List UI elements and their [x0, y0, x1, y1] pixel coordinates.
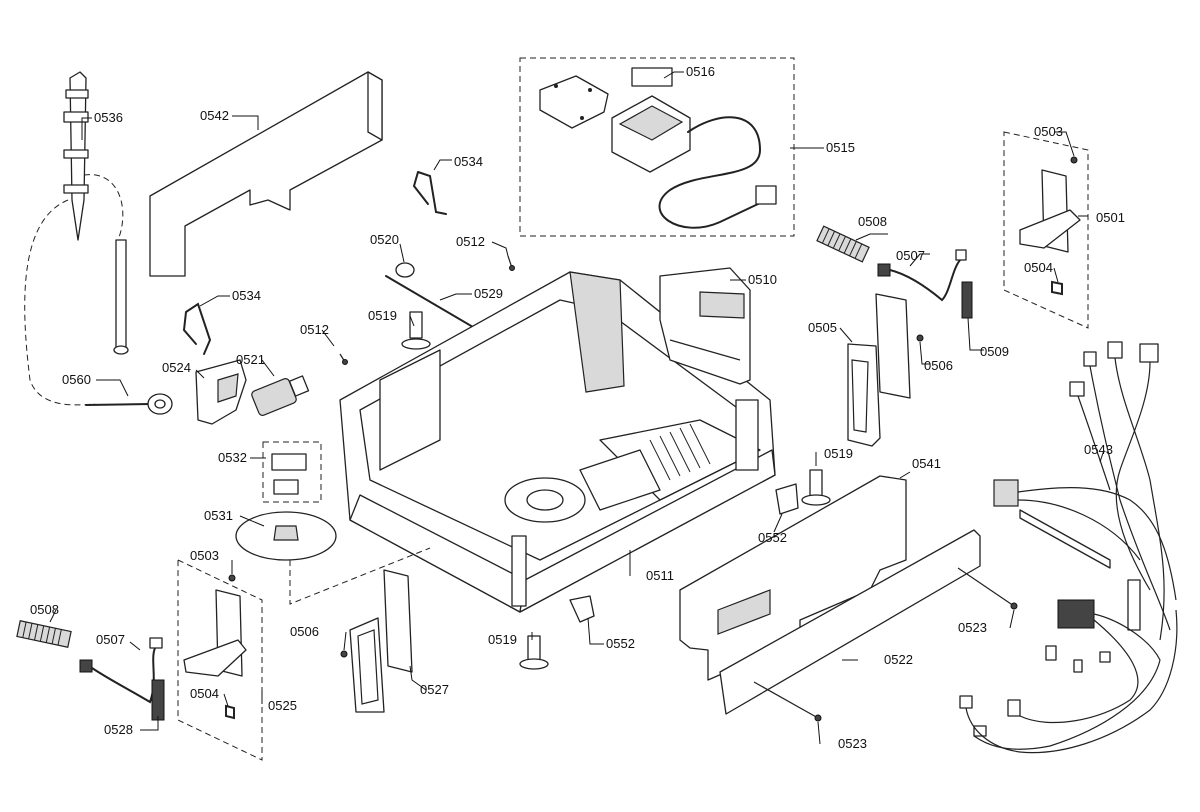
group-box-hinge-right — [1003, 131, 1089, 329]
dash-0531-0511 — [289, 547, 431, 605]
callout-0519-upper: 0519 — [368, 308, 397, 323]
part-0511-base-tub — [339, 271, 776, 613]
callout-0520: 0520 — [370, 232, 399, 247]
part-0534-clip-lower — [182, 302, 212, 355]
callout-0503-right: 0503 — [1034, 124, 1063, 139]
callout-0503-left: 0503 — [190, 548, 219, 563]
part-0515-junction-box — [539, 67, 777, 229]
callout-0506-right: 0506 — [924, 358, 953, 373]
part-0508-spring-left — [16, 620, 72, 648]
callout-0504-left: 0504 — [190, 686, 219, 701]
part-0536-spray-arm-bracket — [63, 71, 129, 355]
callout-0501: 0501 — [1096, 210, 1125, 225]
part-0552-clip-a — [775, 483, 799, 515]
callout-0521: 0521 — [236, 352, 265, 367]
callout-0508-right: 0508 — [858, 214, 887, 229]
callout-0511: 0511 — [646, 568, 674, 583]
callout-0506-left: 0506 — [290, 624, 319, 639]
part-0525-hinge-left — [183, 574, 247, 720]
callout-0523-right: 0523 — [958, 620, 987, 635]
part-0505-hinge-bracket — [847, 293, 911, 447]
callout-0508-left: 0508 — [30, 602, 59, 617]
part-0507-cable-left — [79, 637, 163, 704]
part-0519-foot-b — [801, 469, 831, 506]
part-0521-valve — [251, 375, 310, 416]
callout-0529: 0529 — [474, 286, 503, 301]
part-0528-connector — [151, 679, 165, 721]
group-box-hinge-left — [177, 559, 263, 761]
callout-0507-right: 0507 — [896, 248, 925, 263]
part-0506-screw-right — [916, 334, 924, 342]
callout-0560: 0560 — [62, 372, 91, 387]
part-0508-spring-right — [816, 225, 870, 263]
callout-0512-upper: 0512 — [456, 234, 485, 249]
part-0522-rail — [719, 529, 1015, 719]
part-0519-foot-a — [401, 311, 431, 350]
callout-0527: 0527 — [420, 682, 449, 697]
callout-0532: 0532 — [218, 450, 247, 465]
callout-0516: 0516 — [686, 64, 715, 79]
callout-0515: 0515 — [826, 140, 855, 155]
part-0532-fitting — [271, 453, 307, 495]
wire-0560-loop — [24, 174, 124, 406]
part-0543-wire-harness — [959, 341, 1178, 754]
part-0531-disc — [235, 511, 337, 561]
part-0541-panel — [679, 475, 907, 681]
part-0524-bracket — [195, 359, 247, 425]
callout-0528: 0528 — [104, 722, 133, 737]
part-0523-screw-b — [814, 714, 822, 722]
part-0542-panel — [149, 71, 383, 277]
part-0519-foot-c — [519, 635, 549, 670]
part-0501-hinge-right — [1019, 156, 1081, 296]
part-0523-screw-a — [1010, 602, 1018, 610]
part-0512-screw-a — [507, 255, 515, 271]
callout-0531: 0531 — [204, 508, 233, 523]
callout-0510: 0510 — [748, 272, 777, 287]
part-0507-cable-right — [877, 249, 967, 302]
callout-0541: 0541 — [912, 456, 941, 471]
part-0560-hose — [85, 393, 173, 415]
part-0506-screw-left — [340, 650, 348, 658]
callout-0534-lower: 0534 — [232, 288, 261, 303]
callout-0552-right: 0552 — [758, 530, 787, 545]
part-0512-screw-b — [339, 353, 348, 365]
callout-0522: 0522 — [884, 652, 913, 667]
leader-lines — [49, 71, 1105, 745]
callout-0523-lower: 0523 — [838, 736, 867, 751]
part-0552-clip-b — [569, 595, 595, 623]
part-0527-hinge-bracket — [349, 569, 413, 713]
callout-0534-upper: 0534 — [454, 154, 483, 169]
callout-0512-lower: 0512 — [300, 322, 329, 337]
callout-0525: 0525 — [268, 698, 297, 713]
part-0510-control-module — [659, 267, 751, 385]
callout-0519-lower: 0519 — [488, 632, 517, 647]
callout-labels: 0536 0542 0516 0515 0503 0534 0512 0520 … — [30, 64, 1125, 751]
callout-0507-left: 0507 — [96, 632, 125, 647]
callout-0542: 0542 — [200, 108, 229, 123]
callout-0536: 0536 — [94, 110, 123, 125]
part-0509-connector — [961, 281, 973, 319]
callout-0504-right: 0504 — [1024, 260, 1053, 275]
callout-0543: 0543 — [1084, 442, 1113, 457]
callout-0524: 0524 — [162, 360, 191, 375]
callout-0509: 0509 — [980, 344, 1009, 359]
callout-0519-middle: 0519 — [824, 446, 853, 461]
part-0534-clip-upper — [412, 171, 447, 215]
group-box-power-module — [519, 57, 795, 237]
callout-0552-lower: 0552 — [606, 636, 635, 651]
callout-0505: 0505 — [808, 320, 837, 335]
group-box-fitting — [262, 441, 322, 503]
